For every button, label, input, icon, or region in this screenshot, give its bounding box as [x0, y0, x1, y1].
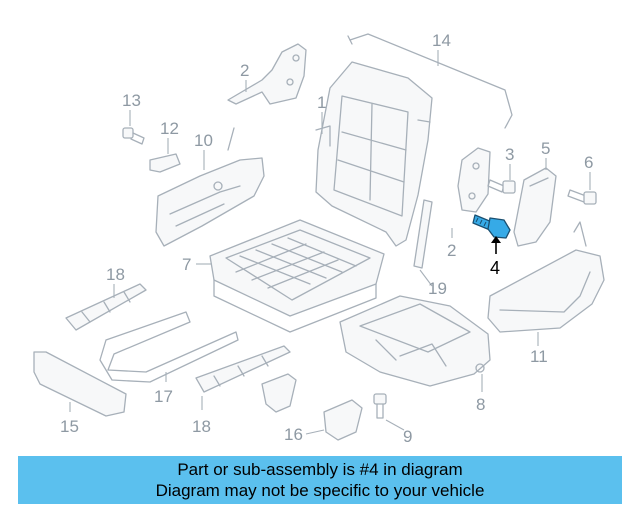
part-12-cap [149, 153, 181, 173]
part-1-seat-back-frame [315, 61, 433, 247]
callout-17: 17 [154, 387, 173, 406]
part-11-side-panel [487, 221, 605, 333]
part-7-seat-cushion-frame [209, 219, 385, 333]
callout-8: 8 [476, 395, 485, 414]
callout-18-lower: 18 [192, 417, 211, 436]
callout-19: 19 [428, 279, 447, 298]
callout-2-right: 2 [447, 241, 456, 260]
part-4-bolt-highlighted [472, 214, 511, 239]
banner-line-disclaimer: Diagram may not be specific to your vehi… [155, 481, 485, 500]
callout-3: 3 [505, 145, 514, 164]
part-17-wire [99, 311, 239, 383]
part-3-bolt [487, 179, 516, 194]
part-5-armrest-pad [513, 167, 557, 247]
part-4-arrow [491, 236, 501, 254]
callout-13: 13 [122, 91, 141, 110]
callout-7: 7 [182, 255, 191, 274]
part-14-rod [347, 33, 513, 129]
callout-9: 9 [403, 427, 412, 446]
callout-11: 11 [530, 347, 548, 366]
callout-5: 5 [541, 139, 550, 158]
callout-12: 12 [160, 119, 179, 138]
part-13-bolt [122, 127, 145, 145]
part-19-bar [413, 199, 433, 269]
part-18-upper-track [65, 283, 147, 331]
callout-4: 4 [490, 258, 500, 278]
callout-1: 1 [317, 93, 326, 112]
part-16-bracket [261, 373, 363, 441]
callout-18-upper: 18 [106, 265, 125, 284]
part-15-cover [33, 351, 127, 417]
part-6-bolt [567, 189, 597, 205]
callout-14: 14 [432, 31, 451, 50]
info-banner: Part or sub-assembly is #4 in diagram Di… [18, 456, 622, 504]
part-2-hinge-bracket [227, 43, 307, 105]
part-8-seat-base [339, 295, 491, 387]
part-2-recliner-plate [457, 147, 491, 213]
callout-6: 6 [584, 153, 593, 172]
callout-16: 16 [284, 425, 303, 444]
callout-15: 15 [60, 417, 79, 436]
leader-lines [69, 50, 591, 435]
banner-line-part-number: Part or sub-assembly is #4 in diagram [177, 460, 463, 479]
part-10-side-cover [155, 127, 265, 247]
callout-10: 10 [194, 131, 213, 150]
part-18-lower-track [195, 345, 291, 393]
callout-2-top: 2 [240, 61, 249, 80]
part-9-bolt [373, 393, 387, 419]
